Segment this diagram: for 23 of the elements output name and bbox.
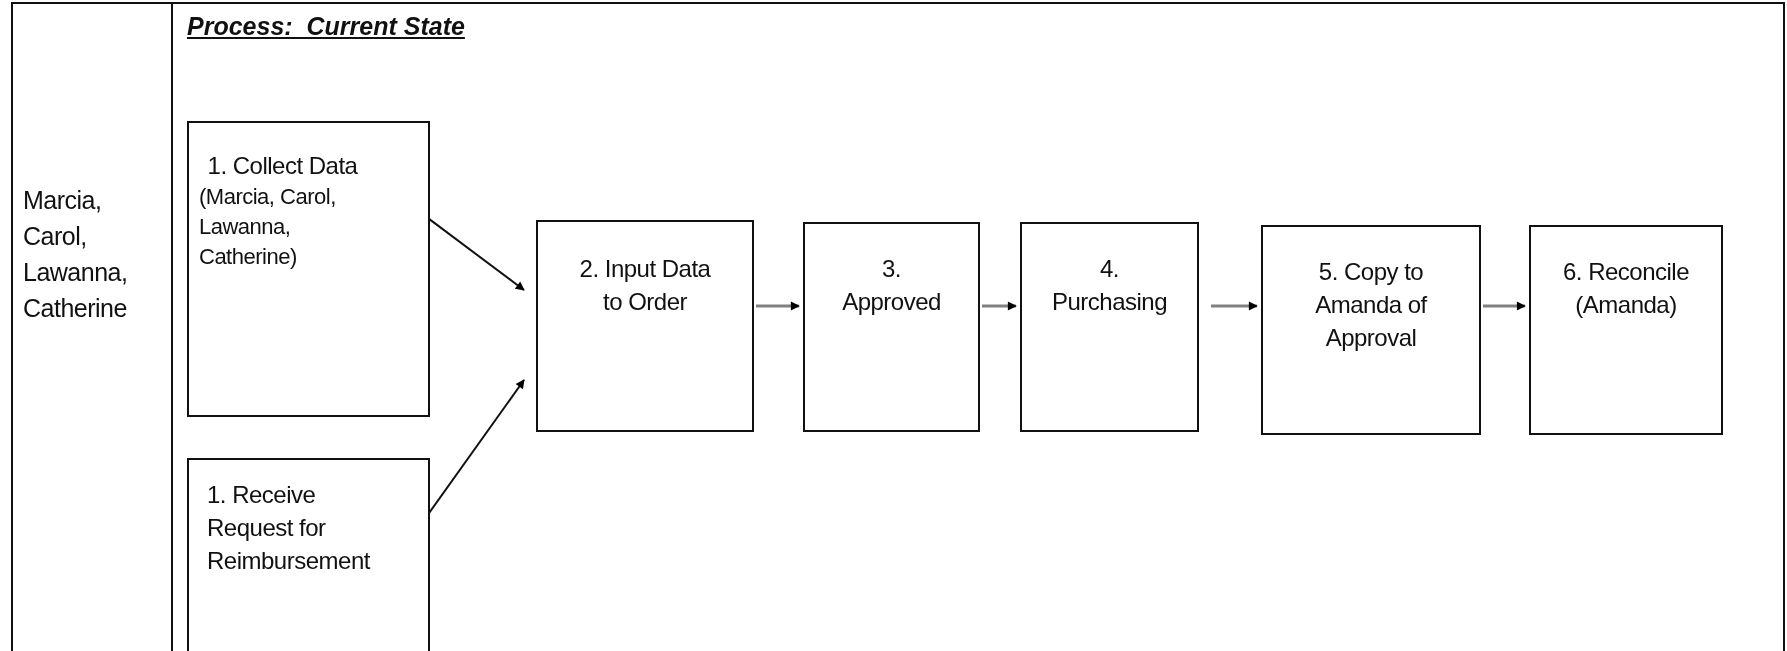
process-box	[803, 222, 980, 432]
process-box	[1529, 225, 1723, 435]
step-label: 3. Approved	[841, 254, 942, 317]
arrow	[756, 301, 800, 311]
step-label: 4. Purchasing	[1050, 254, 1169, 317]
process-box	[187, 458, 430, 651]
process-box	[187, 121, 430, 417]
panel-heading: Process: Current State	[187, 12, 465, 41]
step-label: 5. Copy to Amanda of Approval	[1314, 257, 1429, 353]
step-label: 1. Receive Request for Reimbursement	[207, 480, 372, 576]
step-label: 2. Input Data to Order	[578, 254, 712, 317]
arrow	[1211, 301, 1258, 311]
step-label: 1. Collect Data	[206, 151, 359, 181]
process-box	[1261, 225, 1481, 435]
arrow	[982, 301, 1017, 311]
process-panel	[171, 2, 1785, 651]
step-label: 6. Reconcile (Amanda)	[1561, 257, 1691, 320]
process-box	[1020, 222, 1199, 432]
process-box	[536, 220, 754, 432]
arrow	[1483, 301, 1526, 311]
step-note: (Marcia, Carol, Lawanna, Catherine)	[199, 183, 337, 271]
lane-header-cell	[11, 2, 172, 651]
lane-label: Marcia, Carol, Lawanna, Catherine	[23, 185, 129, 324]
